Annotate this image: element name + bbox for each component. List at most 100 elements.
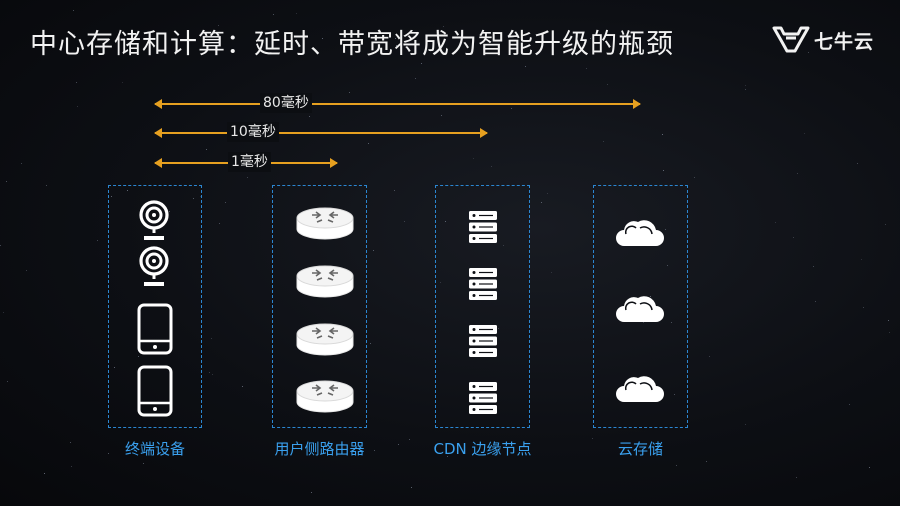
star-dot [663,170,664,171]
star-dot [498,328,499,329]
column-user-routers [272,185,367,428]
arrow-left-icon [154,158,162,168]
latency-label: 1毫秒 [228,152,271,172]
star-dot [793,237,794,238]
star-dot [592,438,593,439]
webcam-icon [139,200,169,240]
cloud-icon [616,220,664,246]
star-dot [374,450,375,451]
star-dot [745,424,746,425]
router-icon [296,380,354,413]
column-terminal-devices [108,185,202,428]
star-dot [394,190,395,191]
star-dot [211,338,212,339]
star-dot [247,177,248,178]
star-dot [885,224,886,225]
arrow-left-icon [154,99,162,109]
star-dot [607,84,608,85]
star-dot [349,92,350,93]
star-dot [586,68,587,69]
webcam-icon [139,246,169,286]
star-dot [674,394,675,395]
star-dot [547,193,548,194]
star-dot [309,116,310,117]
star-dot [6,181,7,182]
latency-arrow-80ms: 80毫秒 [154,93,641,113]
star-dot [447,456,448,457]
star-dot [665,229,666,230]
star-dot [503,245,504,246]
star-dot [225,202,226,203]
star-dot [108,453,109,454]
star-dot [888,320,889,321]
star-dot [443,26,444,27]
star-dot [404,45,405,46]
star-dot [218,25,219,26]
star-dot [74,34,75,35]
star-dot [46,185,47,186]
server-icon [469,325,497,357]
brand-logo: 七牛云 [772,22,874,58]
star-dot [706,461,707,462]
star-dot [169,211,170,212]
column-cdn-edge-nodes [435,185,530,428]
star-dot [815,301,816,302]
column-label-cloud-storage: 云存储 [617,440,663,458]
star-dot [421,63,422,64]
star-dot [797,173,798,174]
latency-arrow-line [155,132,487,134]
star-dot [209,372,210,373]
cloud-icon [616,376,664,402]
star-dot [650,296,651,297]
star-dot [808,52,809,53]
star-dot [138,356,139,357]
star-dot [73,10,74,11]
star-dot [861,259,862,260]
star-dot [212,374,213,375]
star-dot [415,78,416,79]
arrow-left-icon [154,128,162,138]
star-dot [404,221,405,222]
router-icon [296,265,354,298]
column-label-cdn-edge-nodes: CDN 边缘节点 [433,440,532,458]
router-icon [296,207,354,240]
star-dot [667,265,668,266]
star-dot [643,322,644,323]
star-dot [603,141,604,142]
router-icon [296,323,354,356]
star-dot [114,367,115,368]
star-dot [869,467,870,468]
latency-arrow-line [155,103,640,105]
star-dot [242,386,243,387]
server-icon [469,382,497,414]
star-dot [849,404,850,405]
latency-label: 80毫秒 [260,93,312,113]
latency-arrow-10ms: 10毫秒 [154,122,488,142]
star-dot [311,492,312,493]
star-dot [409,439,410,440]
logo-text: 七牛云 [814,30,875,53]
star-dot [395,38,396,39]
star-dot [473,158,474,159]
star-dot [671,322,672,323]
star-dot [694,177,695,178]
server-icon [469,211,497,243]
star-dot [398,444,399,445]
star-dot [322,38,323,39]
star-dot [491,166,492,167]
star-dot [296,13,297,14]
star-dot [21,163,22,164]
star-dot [441,115,442,116]
arrow-right-icon [633,99,641,109]
star-dot [127,190,128,191]
star-dot [511,108,512,109]
star-dot [411,487,412,488]
star-dot [551,272,552,273]
star-dot [396,45,397,46]
star-dot [676,465,677,466]
column-cloud-storage [593,185,688,428]
star-dot [206,149,207,150]
star-dot [44,473,45,474]
server-icon [469,268,497,300]
star-dot [143,463,144,464]
